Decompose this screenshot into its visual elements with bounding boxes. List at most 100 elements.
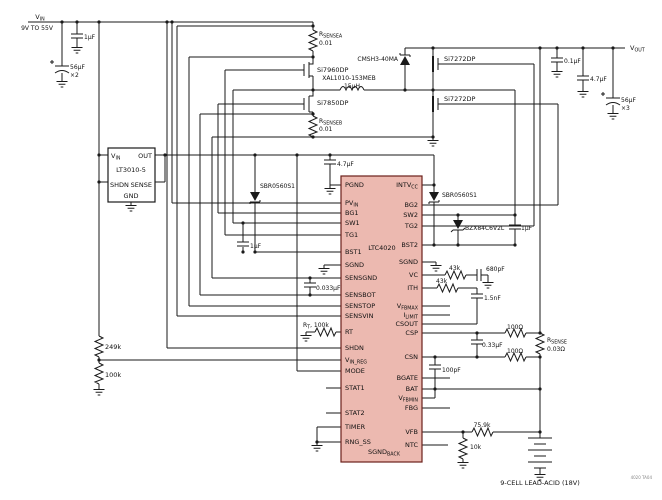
pin-label-vfbmax: VFBMAX [397,302,419,312]
bst1-cap-label: 1µF [250,243,262,250]
pin-label-tg1: TG1 [344,231,358,239]
ith-cap [470,293,484,299]
output-cap1-label: 0.1µF [564,58,581,65]
divider-top-label: 249k [105,343,121,351]
boost-diode [399,52,411,66]
junction-dots [60,20,615,444]
bst2-diode-label: SBR0560S1 [442,192,477,199]
charger-ic-labels: LTC4020 PGND PVIN BG1 SW1 TG1 BST1 SGND … [344,181,419,458]
pin-label-tg2: TG2 [404,222,418,230]
pin-label-bg1: BG1 [345,209,359,217]
pin-label-sensgnd: SENSGND [345,274,377,282]
divider-bottom-resistor [94,362,104,385]
rsense-a-resistor [308,29,318,52]
pin-label-bst2: BST2 [401,241,418,249]
sense-cap-label: 0.033µF [316,285,341,292]
pin-label-bat: BAT [406,385,418,393]
divider-bottom-label: 100k [105,371,121,379]
pin-label-sgnd-left: SGND [345,261,364,269]
csn-cap [428,364,442,370]
pin-label-sgnd-right: SGND [399,258,418,266]
csn-cap-label: 100pF [442,367,461,374]
ldo-pin-out: OUT [138,152,152,160]
vin-range-label: 9V TO 55V [21,25,54,32]
vc-resistor [444,270,467,280]
buck-fet-bottom-label: Si7850DP [317,99,348,107]
boost-fet-bottom-label: Si7272DP [444,95,475,103]
pin-label-csn: CSN [404,353,418,361]
pin-label-sw2: SW2 [403,211,418,219]
pin-label-shdn: SHDN [345,344,364,352]
pin-label-vfb: VFB [405,428,418,436]
pin-label-sensbot: SENSBOT [345,291,376,299]
input-bulk-cap-label: 56µF [70,64,85,71]
pin-label-vc: VC [409,271,418,279]
vc-resistor-label: 43k [449,265,461,272]
inductor-part-label: XAL1010-153MEB [322,75,376,82]
bst1-diode [249,191,261,205]
ldo-pin-shdn: SHDN [110,181,129,189]
pin-label-rngss: RNG_SS [345,438,371,446]
ic-part-label: LTC4020 [368,244,395,252]
input-bulk-cap-qty: ×2 [70,72,79,79]
pin-label-csout: CSOUT [395,320,418,328]
rsense-b-label: RSENSEB [319,118,342,126]
vin-net-label: VIN [35,13,45,23]
cs-filter-cap-label: 0.33µF [482,342,503,349]
charger-ic-body [340,175,423,463]
feedback-series-label: 75.9k [474,422,491,429]
divider-labels: 249k 100k [105,343,121,379]
battery-sense-value: 0.03Ω [547,346,565,353]
pin-label-vfbmin: VFBMIN [398,394,418,404]
feedback-ground-resistor [458,437,468,460]
support-labels: SBR0560S1 1µF 4.7µF SBR0560S1 BZX84C6V2L… [250,161,567,451]
output-cap2 [576,75,590,81]
battery-symbol [528,437,552,469]
pin-label-ilimit: ILIMIT [404,311,419,321]
ith-cap-label: 1.5nF [484,295,501,302]
csn-filter-resistor-label: 100Ω [507,348,523,355]
pin-label-ntc: NTC [405,441,418,449]
pin-label-bgate: BGATE [397,374,418,382]
feedback-ground-label: 10k [470,444,482,451]
divider-top-resistor [94,335,104,358]
pin-label-stat1: STAT1 [345,384,365,392]
rsense-a-label: RSENSEA [319,31,343,39]
ldo-body [107,147,156,203]
buck-leg-labels: RSENSEA 0.01 Si7960DP Si7850DP RSENSEB 0… [317,31,348,133]
figure-code: 4020 TA04 [631,475,653,480]
output-bulk-cap-qty: ×3 [621,105,630,112]
pin-label-bst1: BST1 [345,248,362,256]
bst1-diode-label: SBR0560S1 [260,183,295,190]
rsense-a-value: 0.01 [319,40,333,47]
rt-resistor [314,327,337,337]
boost-leg-labels: CMSH3-40MA Si7272DP Si7272DP [357,55,475,103]
input-bypass-cap-label: 1µF [84,34,96,41]
bst1-cap [236,241,250,247]
pin-label-sensvin: SENSVIN [345,312,374,320]
output-bulk-cap-label: 56µF [621,97,636,104]
rsense-b-resistor [308,115,318,138]
bst2-zener-label: BZX84C6V2L [465,225,505,232]
battery-label: 9-CELL LEAD-ACID (18V) [500,479,579,487]
ith-resistor-label: 43k [436,278,448,285]
pin-label-intvcc: INTVCC [396,181,419,191]
pin-label-stat2: STAT2 [345,409,365,417]
vout-net-label: VOUT [630,44,645,54]
buck-fet-top-label: Si7960DP [317,66,348,74]
pin-label-pvin: PVIN [345,199,359,209]
net-labels: VIN 9V TO 55V VOUT [21,13,645,54]
output-cap1 [550,57,564,63]
pin-label-timer: TIMER [344,423,366,431]
csp-filter-resistor-label: 100Ω [507,324,523,331]
rt-label: RT, 100k [303,322,329,330]
boost-fet-top-label: Si7272DP [444,55,475,63]
output-stage-labels: 0.1µF 4.7µF 56µF ×3 [564,58,636,112]
vc-cap-label: 680pF [486,266,505,273]
output-cap2-label: 4.7µF [590,76,607,83]
sense-cap [303,282,317,288]
ldo-pin-sense: SENSE [131,181,152,189]
bst2-diode [428,191,440,205]
